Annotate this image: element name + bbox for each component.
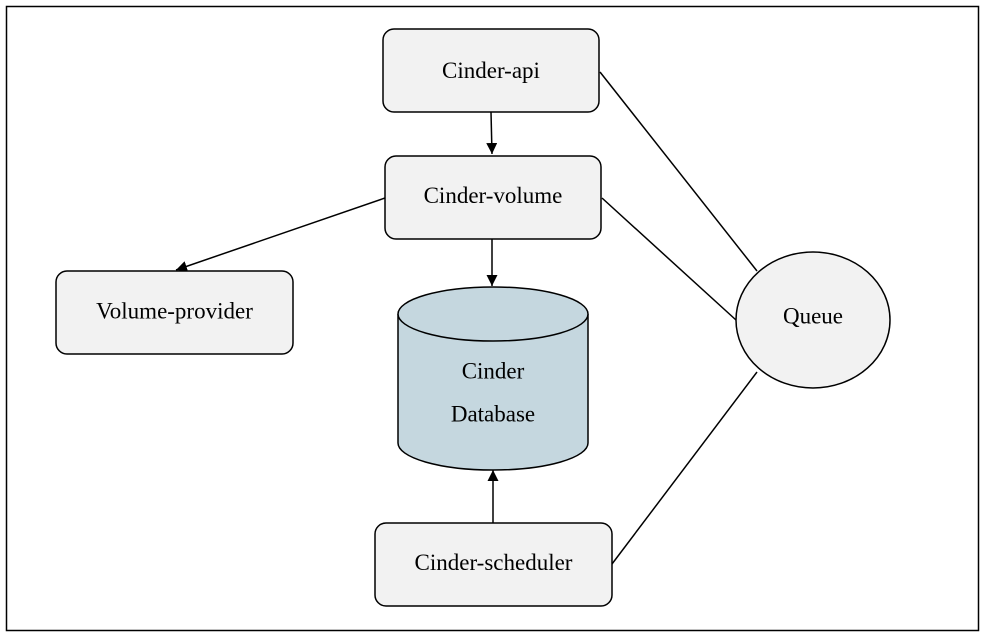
node-cinder-api: Cinder-api <box>382 28 600 113</box>
edge-volume-to-queue <box>601 197 737 321</box>
cinder-scheduler-label: Cinder-scheduler <box>415 550 573 575</box>
queue-ellipse <box>735 251 891 389</box>
node-cinder-scheduler: Cinder-scheduler <box>374 522 613 607</box>
database-cylinder-body <box>397 314 589 471</box>
cinder-scheduler-box <box>374 522 613 607</box>
volume-provider-label: Volume-provider <box>96 299 253 324</box>
node-queue: Queue <box>735 251 891 389</box>
connectors <box>175 71 758 565</box>
edge-volume-to-volume-provider <box>175 197 386 272</box>
queue-label: Queue <box>783 304 843 329</box>
node-cinder-database: Cinder Database <box>397 286 589 471</box>
edge-api-to-queue <box>599 71 758 272</box>
volume-provider-box <box>55 270 294 355</box>
database-label-line2: Database <box>451 402 535 427</box>
edge-scheduler-to-queue <box>611 371 758 565</box>
cinder-api-label: Cinder-api <box>442 58 540 83</box>
edge-api-to-volume <box>486 111 498 155</box>
node-cinder-volume: Cinder-volume <box>384 155 602 240</box>
cinder-volume-label: Cinder-volume <box>424 183 563 208</box>
cinder-volume-box <box>384 155 602 240</box>
node-volume-provider: Volume-provider <box>55 270 294 355</box>
database-cylinder-top <box>397 286 589 342</box>
database-label-line1: Cinder <box>462 359 525 384</box>
cinder-api-box <box>382 28 600 113</box>
